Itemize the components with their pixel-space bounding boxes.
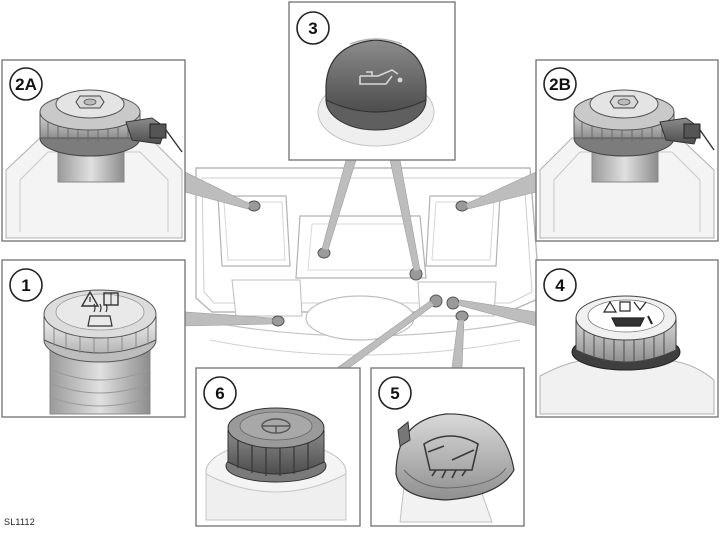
panel-5: 5 <box>370 367 525 527</box>
panel-2b: 2B <box>535 59 719 242</box>
steering-wheel-icon <box>261 418 291 434</box>
callout-1-label: 1 <box>21 276 30 295</box>
panel-4: 4 <box>535 259 719 418</box>
cap-marker-1 <box>271 315 285 327</box>
panel-3: 3 <box>288 1 456 161</box>
cap-marker-4 <box>446 296 460 310</box>
cap-marker-2b <box>455 200 469 212</box>
callout-3-label: 3 <box>308 19 317 38</box>
callout-6-label: 6 <box>215 384 224 403</box>
panel-2a: 2A <box>1 59 186 242</box>
callout-4-label: 4 <box>555 276 565 295</box>
brake-fluid-warning-icon <box>602 300 653 327</box>
hot-coolant-icon <box>87 303 113 327</box>
windscreen-washer-icon <box>423 435 479 479</box>
oil-can-icon <box>359 69 403 85</box>
leader-lines <box>184 159 537 369</box>
handbook-icon <box>103 292 119 306</box>
cap-marker-5 <box>455 310 469 322</box>
callout-5-label: 5 <box>390 384 399 403</box>
callout-2b-label: 2B <box>549 75 571 94</box>
panel-1: 1 <box>1 259 186 418</box>
figure-code: SL1112 <box>4 517 35 527</box>
callout-2a-label: 2A <box>15 75 37 94</box>
panel-6: 6 <box>195 367 361 527</box>
warning-triangle-icon <box>80 290 100 307</box>
cap-marker-2a <box>247 200 261 212</box>
